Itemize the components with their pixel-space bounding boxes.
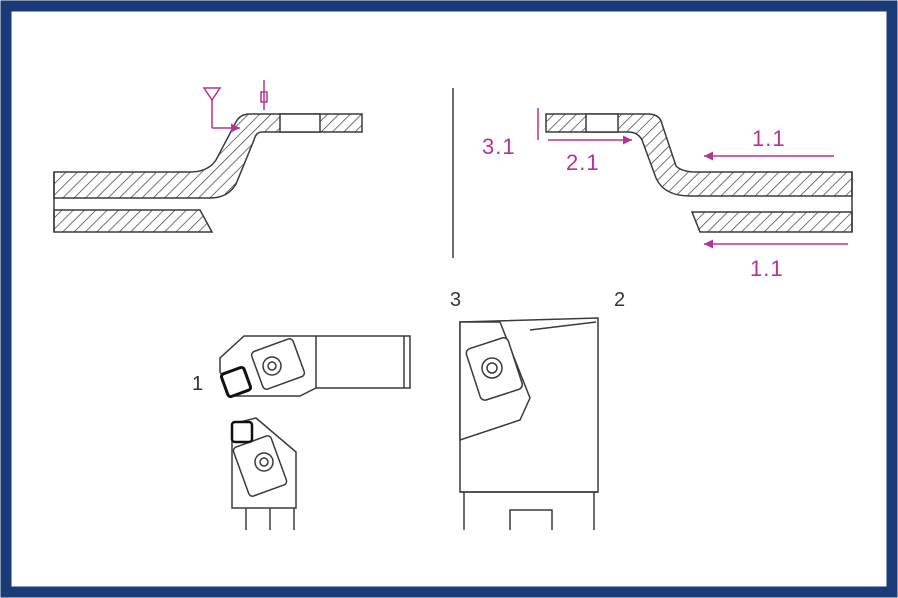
- tool-1-horizontal-holder: [219, 335, 411, 399]
- tool-1-vertical-holder: [230, 417, 297, 530]
- right-dimension-arrows: [537, 108, 848, 249]
- tool-label-2: 2: [614, 289, 625, 311]
- tool-label-3: 3: [450, 289, 461, 311]
- tool-label-1: 1: [192, 373, 203, 395]
- left-part-section: [53, 113, 363, 233]
- dimension-label-1-1-top: 1.1: [752, 126, 786, 151]
- left-surface-annotation: [202, 80, 268, 133]
- tool-2-3-holder: [459, 317, 599, 530]
- dimension-label-1-1-bottom: 1.1: [750, 256, 784, 281]
- dimension-label-2-1: 2.1: [566, 150, 600, 175]
- dimension-label-3-1: 3.1: [482, 134, 516, 159]
- right-part-section: [545, 113, 853, 233]
